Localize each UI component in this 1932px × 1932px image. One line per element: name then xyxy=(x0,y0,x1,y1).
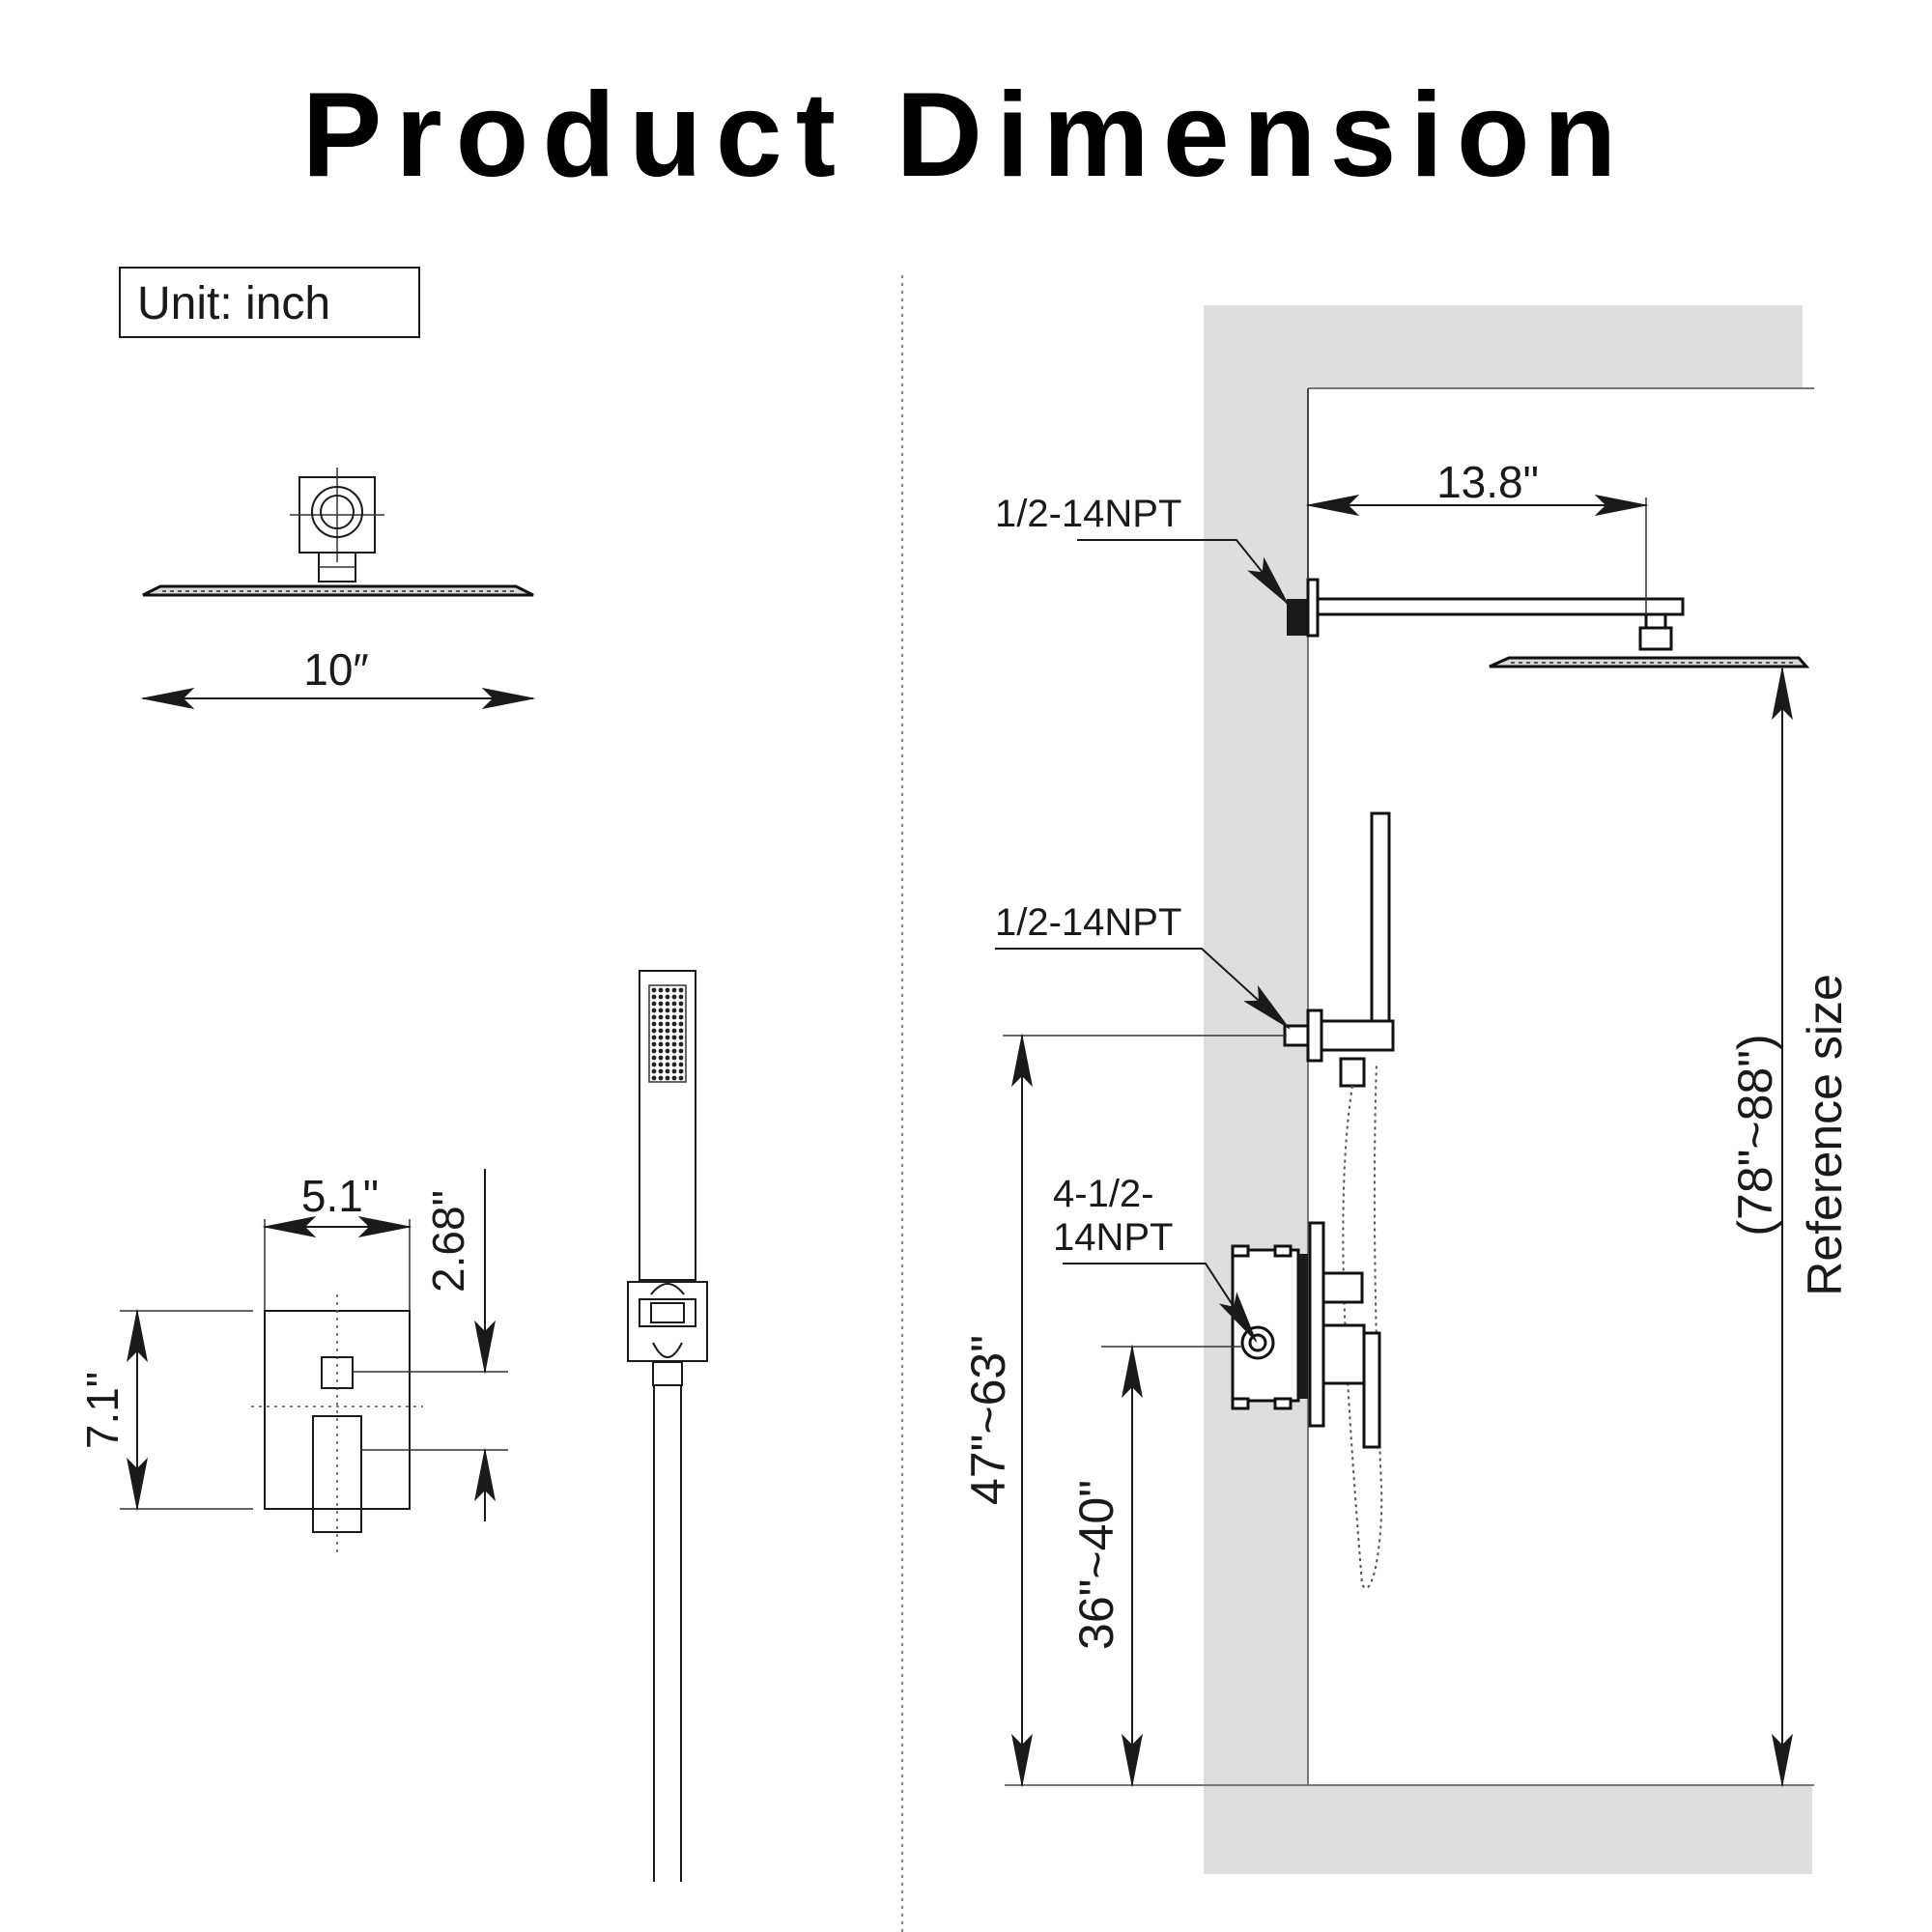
shower-arm-npt-leader xyxy=(1077,539,1290,607)
hand-shower xyxy=(627,970,708,1882)
valve-height-floor-label: 36"~40" xyxy=(1069,1480,1123,1650)
rain-head-side-view xyxy=(142,468,534,597)
shower-arm-npt-label: 1/2-14NPT xyxy=(995,493,1181,535)
hand-shower-npt-leader xyxy=(995,948,1292,1030)
valve-height-label: 7.1" xyxy=(77,1372,128,1449)
hand-shower-npt-label: 1/2-14NPT xyxy=(995,901,1181,944)
valve-width-label: 5.1" xyxy=(301,1171,379,1221)
page-title: Product Dimension xyxy=(302,69,1631,202)
reference-size-label: Reference size xyxy=(1798,974,1852,1296)
unit-box: Unit: inch xyxy=(119,267,420,338)
valve-npt-label-line2: 14NPT xyxy=(1053,1216,1174,1259)
valve-npt-label-line1: 4-1/2- xyxy=(1053,1173,1154,1215)
valve-npt-leader xyxy=(1063,1263,1258,1344)
unit-label: Unit: inch xyxy=(137,278,330,329)
valve-offset-label: 2.68" xyxy=(423,1190,473,1293)
hand-shower-spray-nozzles-icon xyxy=(651,987,684,1081)
arm-length-label: 13.8" xyxy=(1436,457,1539,507)
valve-side-view xyxy=(1231,1221,1381,1449)
hand-shower-holder xyxy=(1283,811,1395,1589)
head-height-range-label: (78"~88") xyxy=(1728,1034,1782,1236)
shower-arm-assembly xyxy=(1287,578,1810,668)
rain-head-width-label: 10″ xyxy=(303,644,368,695)
hand-shower-height-label: 47"~63" xyxy=(961,1335,1015,1505)
